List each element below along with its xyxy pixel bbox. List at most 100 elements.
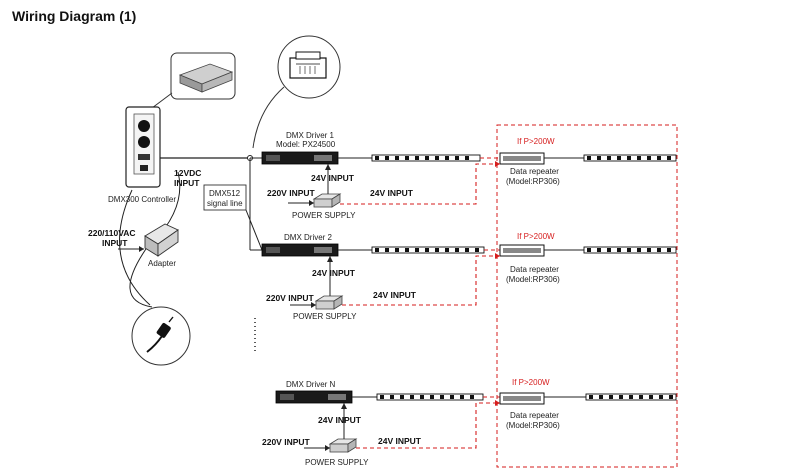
repeater-name: Data repeater [510, 167, 559, 176]
driver-name: DMX Driver N [286, 380, 336, 389]
psu-front [313, 198, 333, 208]
led-chip [649, 395, 653, 399]
led-chip [425, 248, 429, 252]
mains-arrow [311, 302, 316, 308]
repeater-power-arrow [495, 253, 500, 259]
led-chip [395, 156, 399, 160]
led-chip [380, 395, 384, 399]
adapter-ac-input-line1: 220/110VAC [88, 228, 136, 238]
dmx-controller [125, 106, 161, 188]
adapter-ac-input-line2: INPUT [102, 238, 128, 248]
led-chip [430, 395, 434, 399]
led-chip [385, 156, 389, 160]
led-chip [390, 395, 394, 399]
driver-input: 24V INPUT [312, 268, 356, 278]
psu-input: 220V INPUT [262, 437, 311, 447]
led-chip [587, 248, 591, 252]
led-chip [440, 395, 444, 399]
driver-port [280, 394, 294, 400]
repeater-power-dashed [342, 255, 500, 306]
strip-input: 24V INPUT [378, 436, 422, 446]
psu-label: POWER SUPPLY [292, 211, 356, 220]
led-strip-icon [583, 154, 677, 162]
power-supply-unit [312, 193, 342, 208]
driver-name: DMX Driver 2 [284, 233, 333, 242]
controller-device-icon [151, 52, 236, 109]
led-chip [617, 156, 621, 160]
driver-name: DMX Driver 1 [286, 131, 335, 140]
led-chip [415, 248, 419, 252]
psu-label: POWER SUPPLY [293, 312, 357, 321]
led-strip-icon [371, 246, 485, 254]
signal-line-line1: DMX512 [209, 189, 241, 198]
data-repeater-unit [499, 392, 545, 405]
led-chip [639, 395, 643, 399]
led-chip [425, 156, 429, 160]
led-chip [617, 248, 621, 252]
diagram-title: Wiring Diagram (1) [12, 8, 136, 24]
led-chip [647, 156, 651, 160]
led-chip [669, 395, 673, 399]
driver-model: Model: PX24500 [276, 140, 336, 149]
dmx-driver-unit [261, 243, 339, 257]
led-chip [445, 248, 449, 252]
led-strip-icon [585, 393, 677, 401]
led-chip [465, 248, 469, 252]
controller-dc-input-line2: INPUT [174, 178, 200, 188]
led-chip [589, 395, 593, 399]
driver-row-1: DMX Driver 1 Model: PX24500 If P>200W 24… [267, 131, 560, 220]
repeater-power-arrow [495, 161, 500, 167]
strip-input: 24V INPUT [373, 290, 417, 300]
led-chip [375, 156, 379, 160]
repeater-condition: If P>200W [517, 137, 555, 146]
led-chip [415, 156, 419, 160]
repeater-power-arrow [495, 400, 500, 406]
psu-front [315, 300, 335, 310]
led-chip [420, 395, 424, 399]
data-repeater-unit [499, 152, 545, 165]
psu-label: POWER SUPPLY [305, 458, 369, 467]
signal-line-label: DMX512 signal line [203, 184, 247, 211]
repeater-panel [503, 248, 541, 253]
led-strip-icon [376, 393, 484, 401]
mains-arrow [325, 445, 330, 451]
strip-input: 24V INPUT [370, 188, 414, 198]
led-chip [410, 395, 414, 399]
driver-port [266, 247, 280, 253]
led-chip [405, 156, 409, 160]
driver-power-arrow [327, 256, 333, 262]
led-chip [445, 156, 449, 160]
led-chip [375, 248, 379, 252]
led-chip [599, 395, 603, 399]
psu-side [331, 193, 341, 208]
led-chip [460, 395, 464, 399]
psu-side [333, 295, 343, 310]
data-repeater-unit [499, 244, 545, 257]
driver-port [266, 155, 280, 161]
repeater-zone-box [496, 124, 678, 468]
led-chip [395, 248, 399, 252]
led-chip [450, 395, 454, 399]
dmx-driver-unit [261, 151, 339, 165]
dmx-driver-unit [275, 390, 353, 404]
driver-power-arrow [325, 164, 331, 170]
psu-input: 220V INPUT [266, 293, 315, 303]
led-chip [597, 156, 601, 160]
led-chip [637, 248, 641, 252]
led-chip [607, 248, 611, 252]
led-chip [435, 248, 439, 252]
adapter-icon [144, 223, 179, 257]
psu-input: 220V INPUT [267, 188, 316, 198]
led-chip [435, 156, 439, 160]
led-chip [629, 395, 633, 399]
led-chip [647, 248, 651, 252]
repeater-panel [503, 396, 541, 401]
repeater-name: Data repeater [510, 265, 559, 274]
repeater-model: (Model:RP306) [506, 421, 560, 430]
repeater-panel [503, 156, 541, 161]
psu-front [329, 443, 349, 453]
led-chip [400, 395, 404, 399]
led-chip [475, 248, 479, 252]
led-chip [619, 395, 623, 399]
